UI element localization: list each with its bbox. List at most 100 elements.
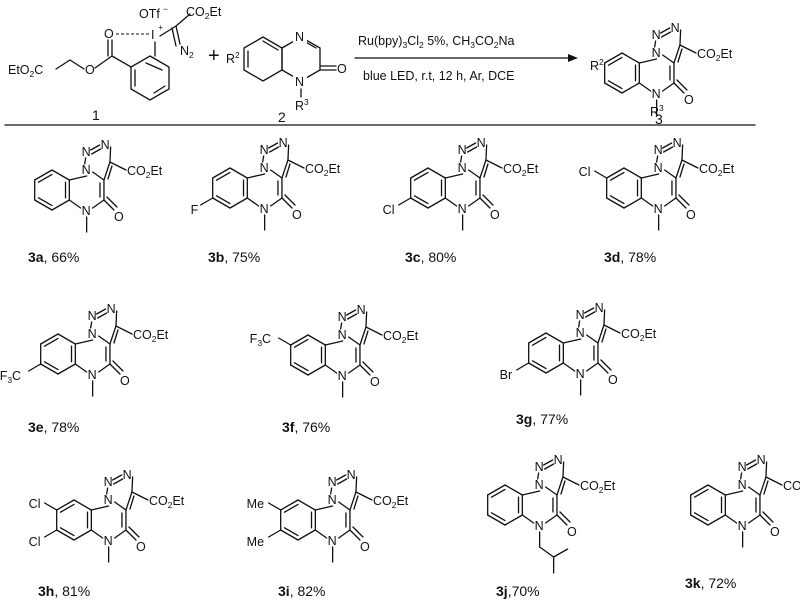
compound-id: 3i [278,583,290,599]
triazole-bond [111,474,123,481]
trifluoromethyl-substituent: F3C [0,369,21,385]
triazole-bond [109,146,112,163]
ring-bond [562,338,582,344]
triazole-bond [659,27,671,34]
ring-bond [91,171,105,181]
triazole-bond [105,487,109,495]
benzene-bond [410,167,429,179]
triazole-bond [287,144,290,161]
ring-bond [467,197,481,207]
carbonyl-oxygen: O [337,62,347,76]
triazole-bond [542,459,554,466]
carbonyl-double-bond [112,360,124,372]
benzene-bond [504,514,523,526]
triazole-bond [349,491,357,511]
compound-yield: , 78% [620,249,656,265]
compound-caption: 3e, 78% [28,419,79,435]
carbonyl-bond [359,364,371,376]
ester-bond [681,159,699,169]
triazole-double-bond [662,146,674,153]
chloro-substituent: Cl [29,535,41,549]
ring-bond [90,529,104,539]
benzene-double-bond [490,512,506,522]
compound-yield: , 82% [290,583,326,599]
carbonyl-bond [349,529,361,541]
ester-bond [365,326,383,336]
benzene-double-bond [37,197,53,207]
iodine-charge: + [158,22,163,32]
carbonyl-oxygen: O [136,540,146,554]
carbonyl-oxygen: O [684,93,694,107]
methyl-substituent: Me [247,535,264,549]
ester-group: CO2Me [783,479,800,495]
ring-bond [314,529,328,539]
triazole-double-bond [113,329,119,344]
compound-id: 3e [28,419,44,435]
ester-bond [485,159,503,169]
benzene-bond [487,514,506,526]
carbonyl-double-bond [600,359,612,371]
triazole-bond [536,472,540,480]
triazole-nitrogen: N [279,136,288,150]
benzene-bond [604,52,623,64]
benzene-bond [57,363,76,375]
carbonyl-bond [675,197,687,209]
benzene-bond [229,167,248,179]
triazole-bond [267,142,279,149]
triazole-nitrogen: N [654,143,663,157]
ring-bond [246,173,266,179]
compound-yield: , 76% [294,419,330,435]
benzene-bond [297,529,316,541]
triflate-charge: − [163,4,168,14]
triazole-bond [339,322,343,330]
triazole-bond [562,461,565,478]
compound-caption: 3j,70% [496,583,540,599]
ester-group: CO2Et [149,494,185,510]
triazole-double-bond [746,463,758,470]
triazole-nitrogen: N [88,309,97,323]
carbonyl-bond [556,514,568,526]
compound-id: 3j [496,583,508,599]
ester-oxygen: O [85,63,95,77]
amide-nitrogen: N [88,368,97,382]
substituent-bond [268,502,282,511]
triazole-bond [465,142,477,149]
substituent-bond [28,363,42,372]
ring-bond [640,173,660,179]
benzene-double-bond [59,503,75,513]
benzene-double-bond [215,171,231,181]
carbonyl-double-bond [128,526,140,538]
ring-bond [544,486,558,496]
bridgehead-nitrogen: N [535,478,544,492]
r3-substituent: R3 [650,103,664,119]
triazole-bond [745,459,757,466]
benzene-bond [56,529,75,541]
bridgehead-nitrogen: N [328,493,337,507]
ring-bond [97,335,111,345]
carbonyl-double-bond [559,511,571,523]
benzene-bond [290,364,309,376]
bromo-substituent: Br [500,368,513,382]
benzene-double-bond [693,488,709,498]
compound-caption: 3c, 80% [405,249,456,265]
conditions-line-2: blue LED, r.t, 12 h, Ar, DCE [363,69,514,83]
amide-nitrogen: N [458,202,467,216]
compound-yield: , 80% [421,249,457,265]
triazole-bond [281,159,289,179]
bridgehead-nitrogen: N [338,328,347,342]
triazole-bond [459,155,463,163]
ring-bond [724,514,738,524]
ring-bond [640,197,654,207]
triazole-bond [655,155,659,163]
ring-bond [467,169,481,179]
triazole-nitrogen: N [671,21,680,35]
plus-sign: + [208,45,220,67]
triazole-bond [329,487,333,495]
compound-id: 3f [282,419,295,435]
ring-bond [269,169,283,179]
benzene-bond [606,197,625,209]
ring-bond [74,363,88,373]
